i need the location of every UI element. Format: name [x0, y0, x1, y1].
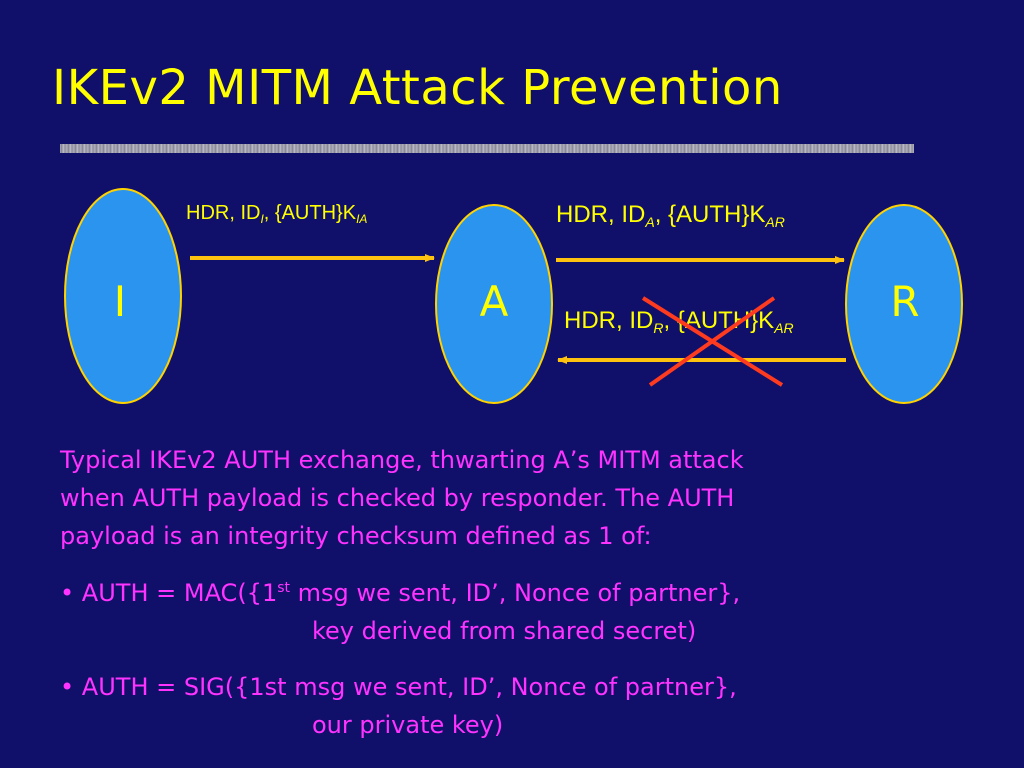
mac-auth-bullet: • AUTH = MAC({1st msg we sent, ID’, Nonc…: [60, 574, 740, 650]
bullet-symbol: •: [60, 673, 75, 701]
attacker-ellipse: [435, 204, 553, 404]
explanation-line-2: when AUTH payload is checked by responde…: [60, 484, 735, 512]
mac-bullet-line-1: • AUTH = MAC({1st msg we sent, ID’, Nonc…: [60, 574, 740, 612]
responder-ellipse: [845, 204, 963, 404]
signature-bullet-continuation: our private key): [312, 711, 504, 739]
initiator-ellipse: [64, 188, 182, 404]
cross-stroke-2: [648, 296, 776, 387]
slide-title: IKEv2 MITM Attack Prevention: [52, 60, 783, 116]
signature-bullet-text: AUTH = SIG({1st msg we sent, ID’, Nonce …: [81, 673, 737, 701]
message-i-to-a: HDR, IDI, {AUTH}KIA: [186, 202, 367, 226]
signature-bullet-line-1: • AUTH = SIG({1st msg we sent, ID’, Nonc…: [60, 668, 737, 706]
rejected-message-cross: [641, 296, 784, 387]
node-responder: R: [845, 204, 963, 404]
message-a-to-r: HDR, IDA, {AUTH}KAR: [556, 201, 785, 230]
mac-bullet-text-start: AUTH = MAC({1: [81, 579, 278, 607]
explanation-line-3: payload is an integrity checksum defined…: [60, 522, 652, 550]
signature-auth-bullet: • AUTH = SIG({1st msg we sent, ID’, Nonc…: [60, 668, 737, 744]
initiator-label: I: [114, 277, 126, 326]
responder-label: R: [890, 277, 919, 326]
auth-explanation: Typical IKEv2 AUTH exchange, thwarting A…: [60, 441, 744, 555]
mac-bullet-continuation: key derived from shared secret): [312, 617, 697, 645]
mac-bullet-text-end: msg we sent, ID’, Nonce of partner},: [290, 579, 741, 607]
bullet-symbol: •: [60, 579, 75, 607]
title-divider: [60, 144, 914, 153]
ordinal-suffix: st: [277, 580, 291, 596]
explanation-line-1: Typical IKEv2 AUTH exchange, thwarting A…: [60, 446, 744, 474]
attacker-label: A: [480, 277, 509, 326]
node-initiator: I: [64, 188, 182, 404]
node-attacker: A: [435, 204, 553, 404]
message-r-to-a: HDR, IDR, {AUTH}KAR: [564, 307, 794, 336]
